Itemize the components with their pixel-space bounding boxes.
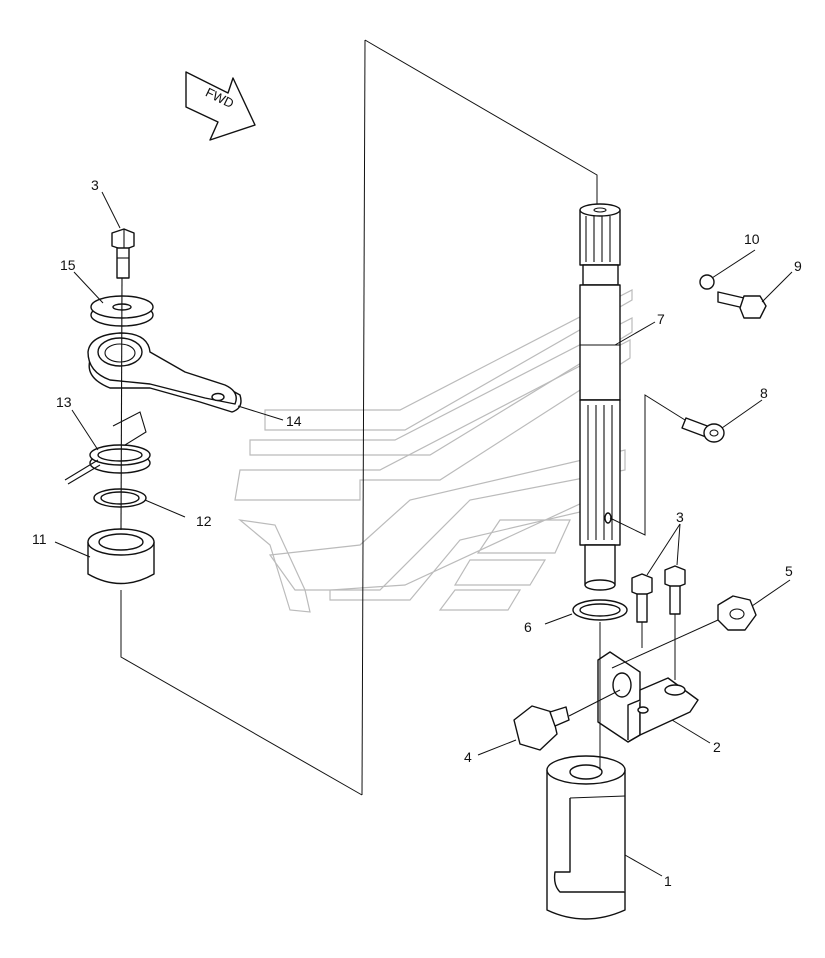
- callout-8: 8: [760, 385, 768, 401]
- callout-3-left: 3: [91, 177, 99, 193]
- callout-9: 9: [794, 258, 802, 274]
- callout-13: 13: [56, 394, 72, 410]
- housing-part-1: [546, 755, 626, 920]
- callout-14: 14: [286, 413, 302, 429]
- fwd-direction-arrow: FWD: [185, 71, 256, 141]
- nut-centerline: [611, 619, 719, 669]
- ball-part-10: [699, 274, 715, 290]
- bolts-part-3-right: [631, 565, 686, 623]
- left-centerline: [120, 277, 123, 531]
- callout-15: 15: [60, 257, 76, 273]
- bracket-part-2: [597, 651, 699, 743]
- shaft-part-7: [579, 203, 621, 591]
- bolt-part-3-left: [111, 228, 135, 279]
- callout-10: 10: [744, 231, 760, 247]
- callout-leaders: [54, 191, 793, 877]
- callout-5: 5: [785, 563, 793, 579]
- pin-leader: [609, 394, 686, 536]
- callout-12: 12: [196, 513, 212, 529]
- callout-1: 1: [664, 873, 672, 889]
- bolt-part-8: [681, 417, 725, 443]
- nut-part-5: [717, 595, 757, 631]
- projection-plane: [120, 39, 598, 796]
- watermark-logo: [234, 289, 633, 613]
- callout-3-right: 3: [676, 509, 684, 525]
- callout-6: 6: [524, 619, 532, 635]
- bolt-4-centerline: [568, 689, 621, 717]
- o-ring-part-6: [572, 599, 628, 621]
- steering-arm-part-14: [87, 332, 242, 413]
- spring-part-13: [64, 411, 151, 485]
- callout-2: 2: [713, 739, 721, 755]
- bolt-part-9: [717, 291, 767, 319]
- callout-7: 7: [657, 311, 665, 327]
- seal-ring-part-12: [93, 488, 147, 508]
- bushing-part-11: [87, 528, 155, 585]
- callout-labels: 3 15 14 13 12 11 7 10 9 8 3 5 6 2 4 1: [32, 177, 802, 889]
- callout-4: 4: [464, 749, 472, 765]
- callout-11: 11: [32, 531, 47, 547]
- bolt-part-4: [513, 705, 570, 751]
